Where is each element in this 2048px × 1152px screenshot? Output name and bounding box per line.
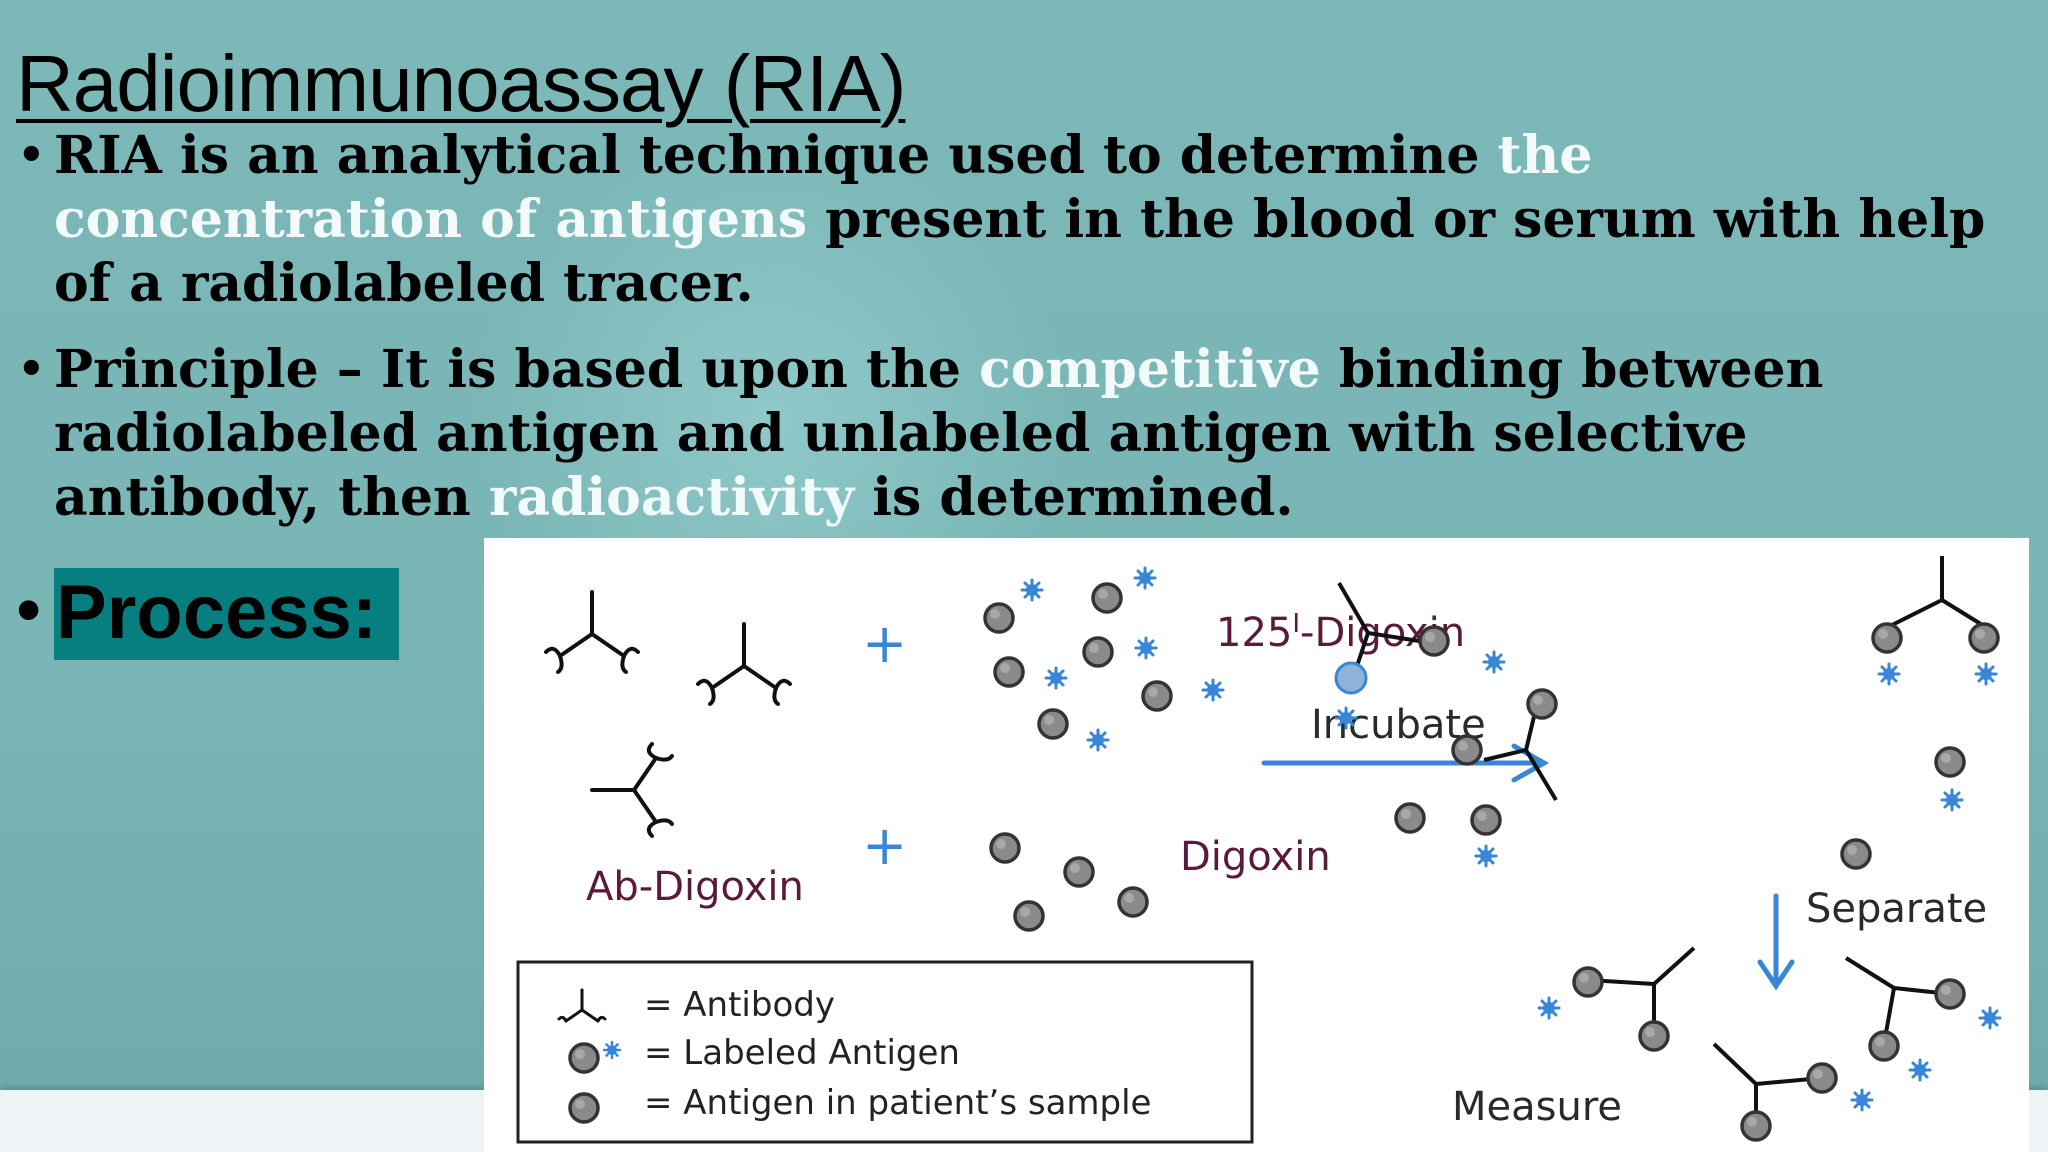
diagram-svg: + + 125I-Digoxin Digoxin Ab-Digoxin Incu… bbox=[516, 556, 2002, 1144]
bullet-text-part: present in the blood or serum with help … bbox=[54, 189, 1986, 314]
legend-antigen-icon bbox=[568, 1092, 600, 1124]
digoxin-label: Digoxin bbox=[1180, 834, 1331, 880]
antibody-icon bbox=[544, 590, 640, 674]
antigen-icon bbox=[1063, 856, 1095, 888]
label-star-icon bbox=[1482, 650, 1506, 674]
bullet-principle: • Principle – It is based upon the compe… bbox=[16, 338, 2006, 530]
bullet-marker: • bbox=[16, 570, 42, 650]
highlight-radioactivity: radioactivity bbox=[488, 467, 855, 528]
antibody-icon bbox=[590, 742, 674, 838]
antibody-complex bbox=[1712, 1042, 1823, 1124]
antigen-icon bbox=[1934, 978, 1966, 1010]
highlight-competitive: competitive bbox=[979, 339, 1321, 400]
antigen-icon bbox=[1013, 900, 1045, 932]
bullet-definition: • RIA is an analytical technique used to… bbox=[16, 124, 2006, 316]
label-star-icon bbox=[1940, 788, 1964, 812]
bullet-marker: • bbox=[16, 340, 47, 400]
antigen-icon bbox=[1394, 802, 1426, 834]
labeled-antigen-icon bbox=[1091, 566, 1157, 614]
process-label: Process: bbox=[54, 568, 400, 660]
labeled-antigen-icon bbox=[983, 578, 1044, 634]
incubate-arrow-icon bbox=[1261, 743, 1550, 783]
antigen-icon bbox=[1117, 886, 1149, 918]
label-star-icon bbox=[1850, 1088, 1874, 1112]
bullet-list: • RIA is an analytical technique used to… bbox=[16, 124, 2006, 552]
antigen-icon bbox=[1526, 688, 1558, 720]
bullet-text-part: Principle – It is based upon the bbox=[54, 339, 980, 400]
ria-process-diagram: + + 125I-Digoxin Digoxin Ab-Digoxin Incu… bbox=[484, 538, 2029, 1152]
label-star-icon bbox=[1334, 706, 1358, 730]
plus-sign: + bbox=[862, 612, 907, 675]
labeled-antigen-icon bbox=[1141, 678, 1225, 712]
labeled-antigen-icon bbox=[1968, 622, 2000, 686]
plus-sign: + bbox=[862, 814, 907, 877]
antigen-icon bbox=[989, 832, 1021, 864]
antibody-icon bbox=[696, 622, 792, 706]
antigen-icon bbox=[1806, 1062, 1838, 1094]
antibody-complex bbox=[1844, 956, 1951, 1045]
highlight-concentration: the concentration of antigens bbox=[54, 125, 1593, 250]
antigen-icon bbox=[1470, 804, 1502, 836]
legend-box bbox=[516, 960, 1254, 1144]
labeled-antigen-icon bbox=[1871, 622, 1903, 686]
bullet-text-part: binding between radiolabeled antigen and… bbox=[54, 339, 1824, 528]
separate-arrow-icon bbox=[1757, 893, 1795, 991]
labeled-antigen-icon bbox=[993, 656, 1068, 690]
bullet-text-part: is determined. bbox=[854, 467, 1294, 528]
antigen-icon bbox=[1418, 625, 1450, 657]
antigen-icon bbox=[1840, 838, 1872, 870]
legend-labeled-antigen-icon bbox=[568, 1040, 622, 1074]
legend-labeled-antigen-text: = Labeled Antigen bbox=[644, 1033, 960, 1073]
slide-title: Radioimmunoassay (RIA) bbox=[16, 39, 906, 128]
label-star-icon bbox=[1474, 844, 1498, 868]
bullet-text-part: RIA is an analytical technique used to d… bbox=[54, 125, 1498, 186]
label-star-icon bbox=[1537, 996, 1561, 1020]
legend-antibody-icon bbox=[557, 988, 607, 1023]
antigen-icon bbox=[1740, 1110, 1772, 1142]
label-star-icon bbox=[1908, 1058, 1932, 1082]
antigen-icon bbox=[1572, 966, 1604, 998]
bullet-marker: • bbox=[16, 126, 47, 186]
antigen-icon bbox=[1638, 1020, 1670, 1052]
measure-label: Measure bbox=[1452, 1084, 1622, 1130]
antibody-complex bbox=[1587, 946, 1696, 1034]
antigen-icon bbox=[1868, 1030, 1900, 1062]
antigen-icon bbox=[1451, 734, 1483, 766]
labeled-antigen-icon bbox=[1082, 636, 1158, 668]
legend-antigen-text: = Antigen in patient’s sample bbox=[644, 1083, 1151, 1123]
ab-digoxin-label: Ab-Digoxin bbox=[586, 864, 804, 910]
legend-antibody-text: = Antibody bbox=[644, 985, 835, 1025]
separate-label: Separate bbox=[1806, 886, 1987, 932]
labeled-antigen-icon bbox=[1037, 708, 1110, 752]
bound-antigen-icon bbox=[1334, 661, 1368, 695]
antibody-complex bbox=[1889, 556, 1986, 628]
antigen-icon bbox=[1934, 746, 1966, 778]
label-star-icon bbox=[1978, 1006, 2002, 1030]
